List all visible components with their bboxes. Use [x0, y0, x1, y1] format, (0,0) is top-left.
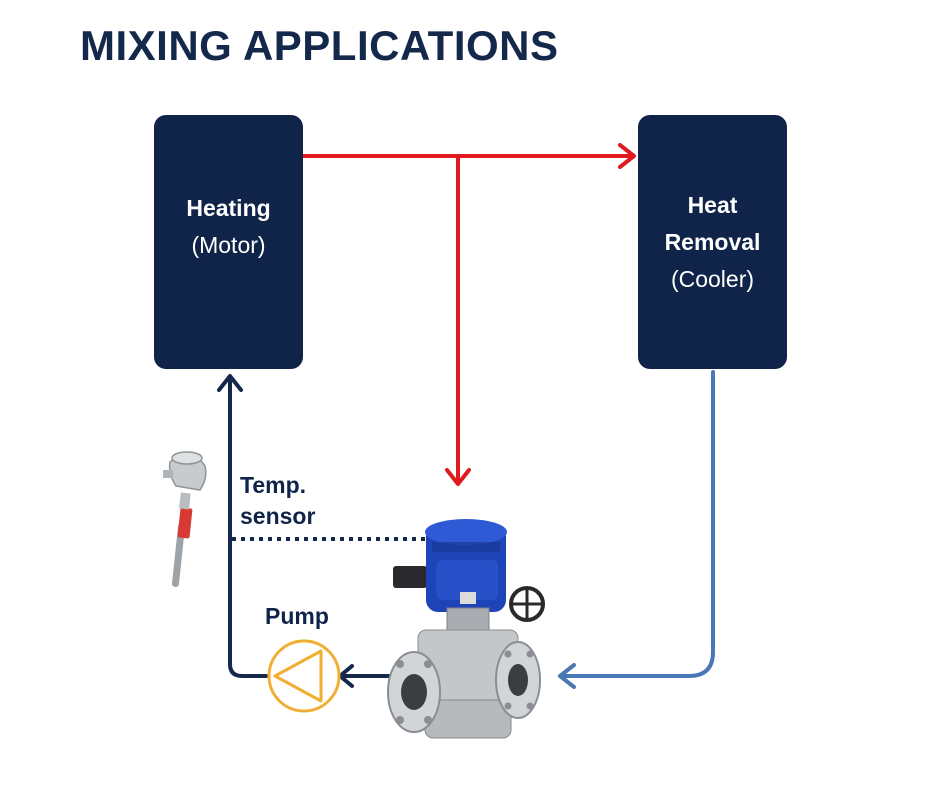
- pump-icon: [267, 639, 341, 713]
- return-loop: [217, 374, 391, 688]
- cold-return-line: [558, 370, 715, 689]
- temp-sensor-label-line2: sensor: [240, 503, 316, 529]
- hot-arrowhead-cooler: [618, 143, 636, 169]
- page-title: MIXING APPLICATIONS: [80, 22, 559, 69]
- pump-label: Pump: [265, 603, 329, 629]
- return-line-pump-to-heating: [228, 376, 268, 678]
- cooler-name-line2: Removal: [664, 228, 761, 255]
- cold-arrowhead-valve: [558, 663, 576, 689]
- motorized-ball-valve-icon: [387, 519, 545, 739]
- hot-supply-lines: [301, 143, 636, 486]
- temp-sensor-label: Temp. sensor: [240, 470, 315, 532]
- heating-motor-box: Heating (Motor): [154, 115, 303, 369]
- heating-sub: (Motor): [191, 232, 266, 258]
- heat-removal-cooler-box: Heat Removal (Cooler): [638, 115, 787, 369]
- temperature-sensor-icon: [163, 451, 207, 587]
- return-arrowhead-heating: [217, 374, 243, 392]
- cooler-name-line1: Heat: [687, 191, 738, 218]
- hot-arrowhead-valve: [445, 468, 471, 486]
- temp-sensor-label-line1: Temp.: [240, 472, 307, 498]
- cooler-sub: (Cooler): [670, 265, 755, 292]
- cold-line-to-valve: [560, 370, 715, 678]
- heating-name: Heating: [186, 195, 271, 221]
